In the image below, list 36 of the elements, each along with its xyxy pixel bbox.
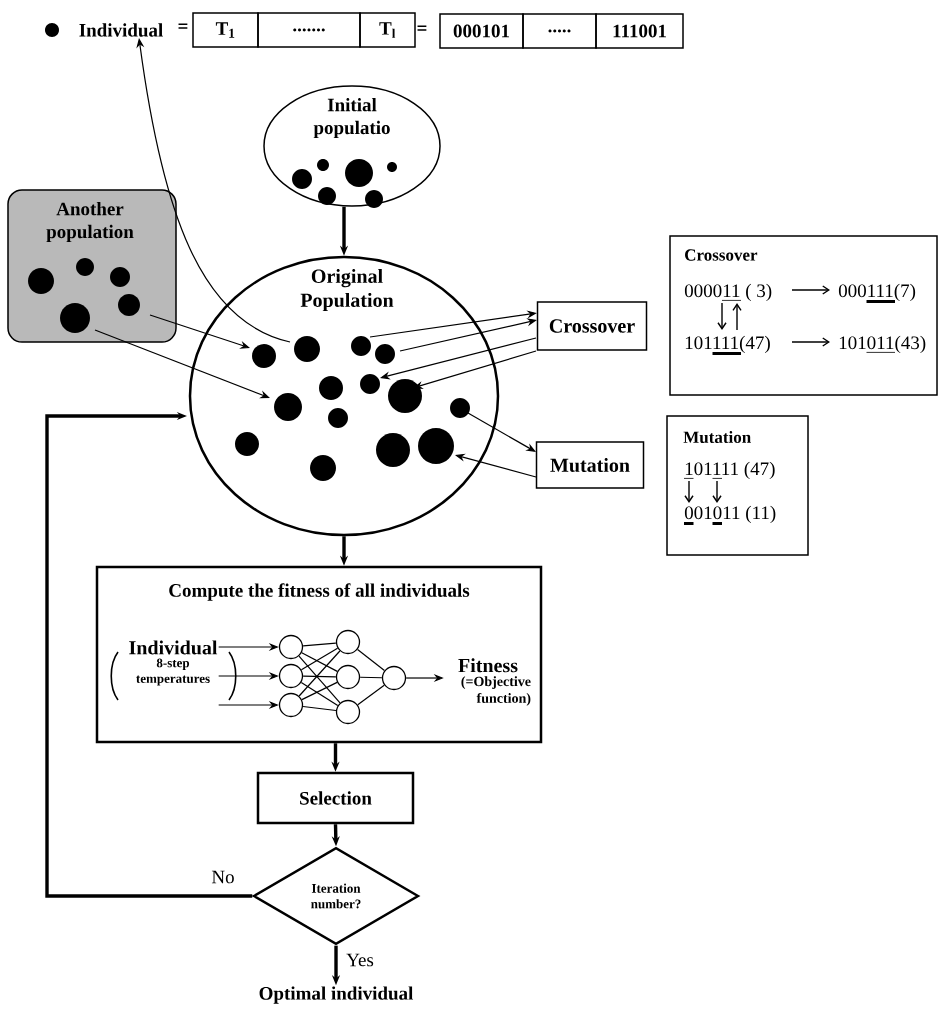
bit-string: 001011 (11): [684, 505, 776, 525]
bit-string: 000111(7): [838, 283, 916, 303]
process-box: Selection: [256, 771, 415, 825]
table-cell: 111001: [595, 13, 684, 49]
term-label: Individual: [79, 23, 163, 37]
process-box: Crossover: [536, 301, 648, 351]
neuron-circle: [278, 692, 304, 718]
arrow: [467, 412, 536, 452]
arrow: [380, 337, 537, 380]
population-box: Another population: [7, 189, 177, 343]
bit-string: 000011 ( 3): [684, 283, 772, 302]
arrow: [149, 314, 250, 349]
equals-sign: =: [417, 25, 427, 31]
input-label: Individual 8-step temperatures: [129, 640, 218, 686]
output-label: Fitness (=Objective function): [458, 658, 531, 706]
neuron-circle: [335, 664, 361, 690]
table-cell: .......: [257, 12, 361, 48]
edge-label: Yes: [345, 952, 375, 968]
edge-label: No: [210, 869, 236, 885]
bit-string: 101111 (47): [683, 461, 775, 480]
neuron-circle: [381, 665, 407, 691]
table-cell: T$_{1}$: [192, 12, 259, 48]
arrow: [45, 411, 253, 898]
table-cell: 000101: [439, 13, 524, 49]
bit-string: 101011(43): [839, 335, 926, 354]
table-cell: T$_{l}$: [359, 12, 416, 48]
neuron-circle: [335, 629, 361, 655]
neuron-circle: [278, 634, 304, 660]
neuron-circle: [278, 663, 304, 689]
neuron-circle: [335, 699, 361, 725]
table-cell: .....: [522, 13, 597, 49]
arrow: [399, 318, 537, 352]
bit-string: 101111(47): [685, 335, 770, 355]
result-label: Optimal individual: [259, 986, 414, 1004]
process-box: Mutation: [535, 441, 645, 489]
arrow: [94, 329, 270, 399]
